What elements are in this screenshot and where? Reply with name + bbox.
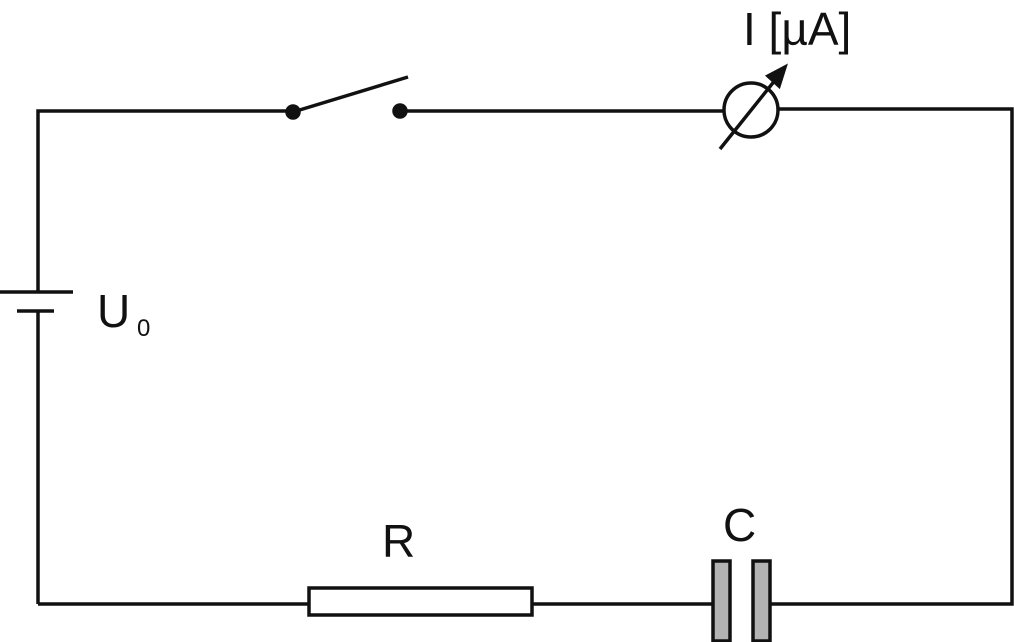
- switch-icon: [285, 75, 409, 120]
- battery-icon: [0, 290, 73, 313]
- ammeter-icon: [718, 63, 788, 151]
- wire-right: [770, 107, 1014, 606]
- voltage-label: U: [97, 285, 130, 337]
- capacitor-label: C: [723, 499, 756, 551]
- capacitor-icon: [711, 559, 772, 642]
- wire-top-left: [36, 109, 293, 292]
- resistor-icon: [307, 586, 534, 617]
- current-label: I [µA]: [743, 3, 851, 55]
- resistor-label: R: [382, 515, 415, 567]
- voltage-subscript: 0: [137, 315, 150, 342]
